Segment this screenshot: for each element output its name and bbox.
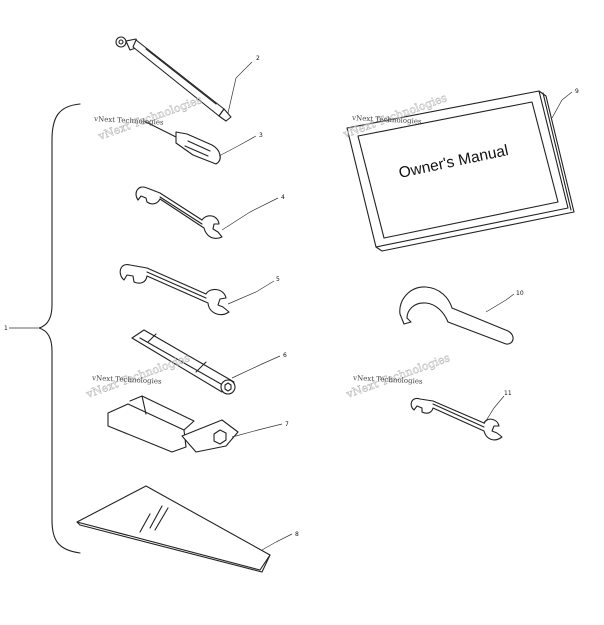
- screwdriver: [143, 120, 221, 165]
- tire-gauge: [115, 36, 232, 122]
- wrench-large: [119, 263, 230, 316]
- callout-4: 4: [281, 194, 285, 201]
- socket-wrench: [131, 329, 236, 395]
- tool-bag: [76, 485, 271, 573]
- wrench-small: [135, 186, 223, 239]
- wrench-small-2: [410, 397, 503, 441]
- leader-4: [221, 197, 279, 231]
- callout-8: 8: [295, 531, 299, 538]
- callout-9: 9: [575, 88, 579, 95]
- svg-text:vNext Technologies: vNext Technologies: [351, 114, 422, 126]
- leader-7: [231, 423, 283, 438]
- svg-text:vNext Technologies: vNext Technologies: [352, 374, 423, 386]
- leader-8: [261, 533, 293, 551]
- leader-10: [485, 293, 515, 313]
- callout-11: 11: [504, 390, 512, 397]
- callout-2: 2: [256, 55, 260, 62]
- spark-plug-wrench: [107, 395, 239, 453]
- callout-6: 6: [283, 352, 287, 359]
- leader-2: [227, 61, 253, 114]
- leader-9: [551, 91, 573, 119]
- watermark-3: vNext Technologies vNext Technologies: [83, 351, 192, 402]
- watermark-4: vNext Technologies vNext Technologies: [343, 351, 452, 402]
- svg-text:vNext Technologies: vNext Technologies: [91, 374, 162, 386]
- callout-1: 1: [4, 325, 8, 332]
- callout-7: 7: [285, 421, 289, 428]
- leader-11: [483, 395, 505, 425]
- group-brace: [38, 103, 81, 554]
- leader-6: [231, 355, 281, 379]
- leader-5: [227, 280, 275, 305]
- owners-manual: Owner's Manual: [346, 90, 575, 252]
- callout-5: 5: [276, 276, 280, 283]
- svg-text:vNext Technologies: vNext Technologies: [93, 115, 164, 127]
- spanner-wrench: [399, 286, 514, 345]
- callout-10: 10: [516, 290, 524, 297]
- leader-3: [218, 135, 257, 157]
- callout-3: 3: [259, 132, 263, 139]
